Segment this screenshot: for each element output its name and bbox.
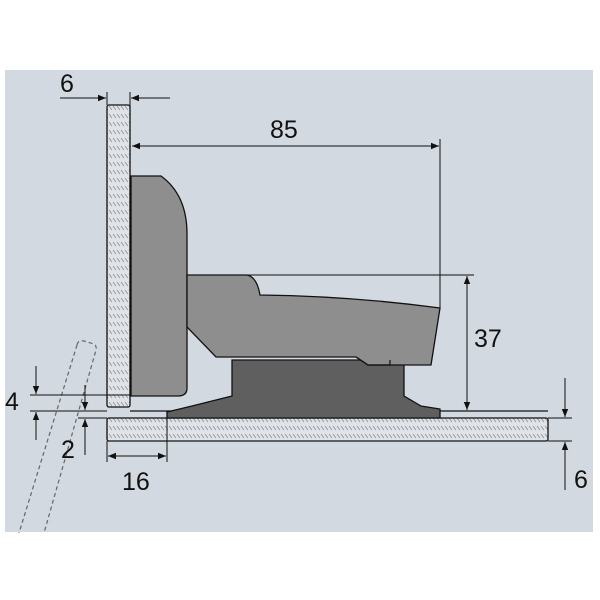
dimension-door-thickness: 6 bbox=[60, 70, 74, 98]
base-panel bbox=[106, 417, 549, 442]
dimension-gap-small: 2 bbox=[61, 436, 75, 464]
mounting-plate bbox=[166, 359, 441, 419]
dimension-edge-offset: 16 bbox=[122, 468, 150, 496]
dimension-hinge-depth: 85 bbox=[270, 116, 298, 144]
hinge-cup bbox=[130, 175, 188, 397]
dimension-overlay-gap: 4 bbox=[5, 388, 19, 416]
door-swing-outline bbox=[18, 340, 97, 534]
vertical-panel bbox=[106, 104, 131, 408]
hinge-arm bbox=[186, 274, 441, 366]
dimension-hinge-height: 37 bbox=[474, 325, 502, 353]
dimension-lines bbox=[30, 92, 572, 490]
dimension-panel-thickness: 6 bbox=[574, 466, 588, 494]
